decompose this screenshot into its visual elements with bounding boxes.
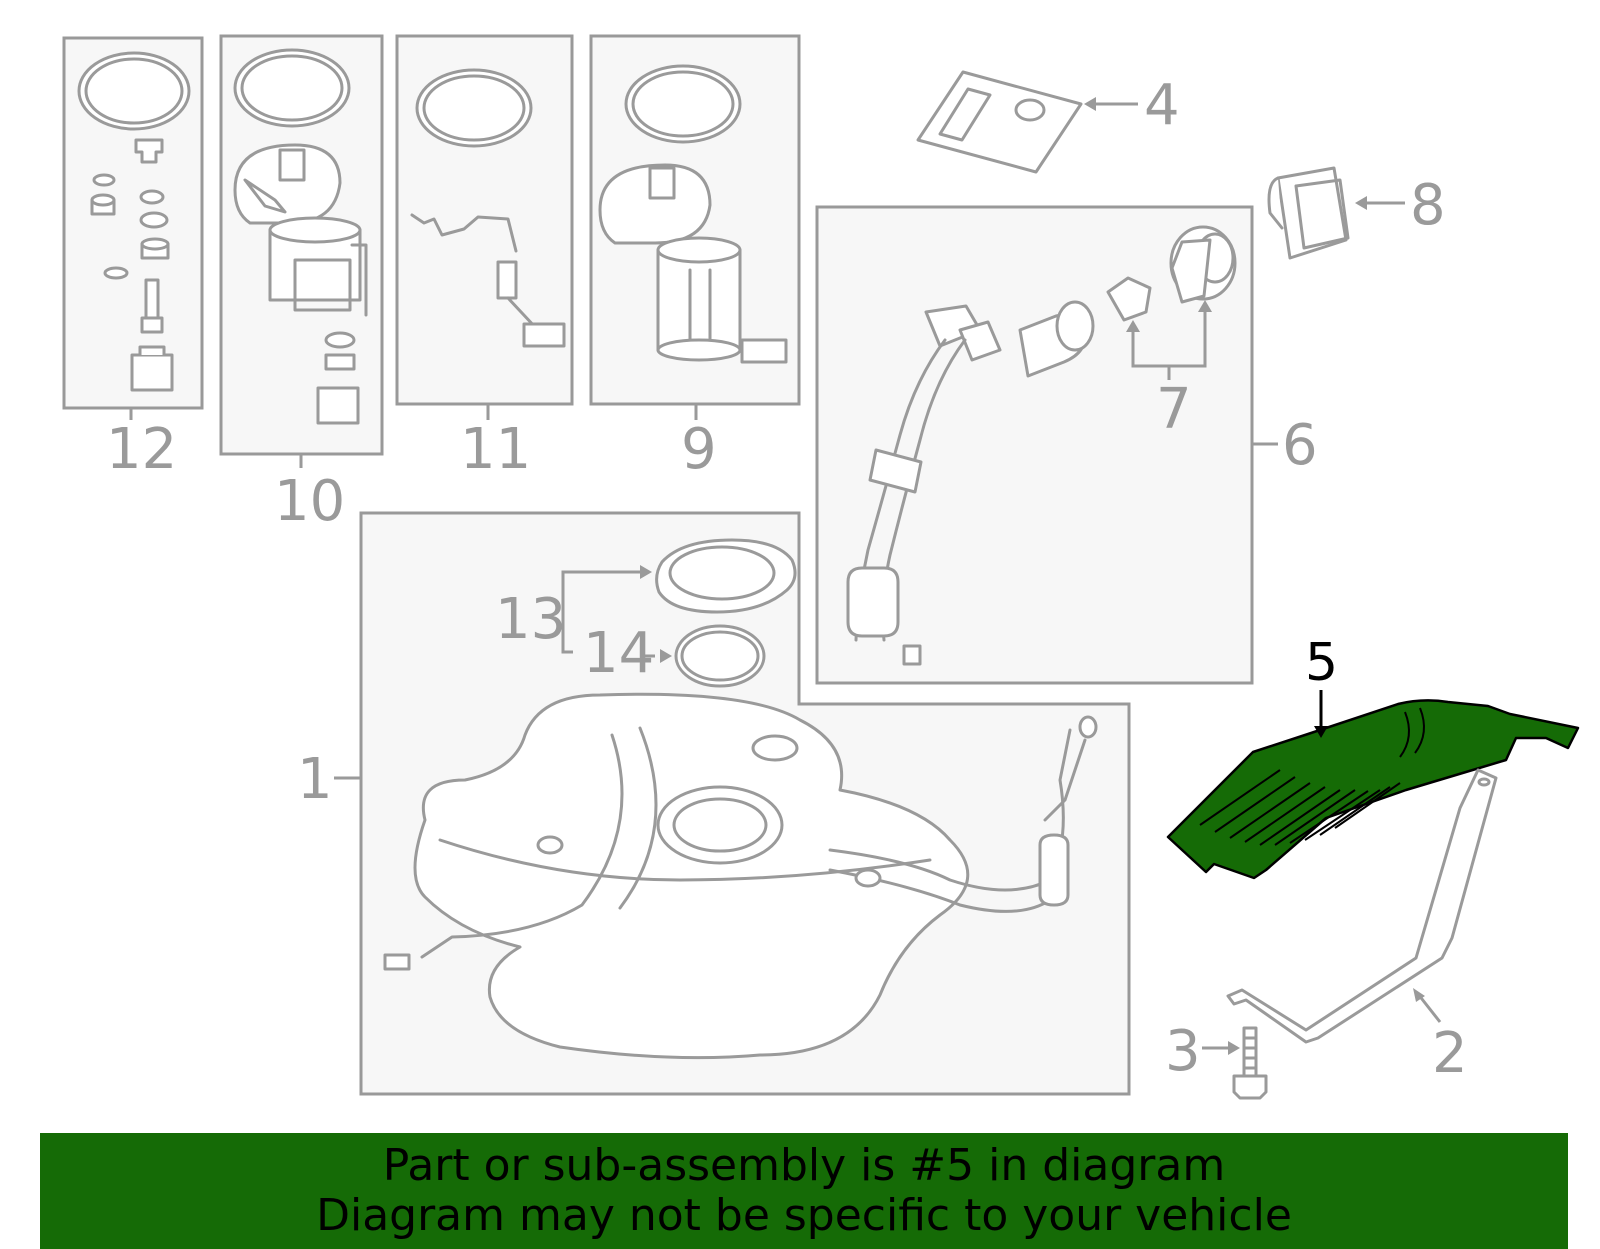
callout-14[interactable]: 14 (583, 621, 654, 686)
callout-9[interactable]: 9 (681, 417, 717, 482)
callout-7[interactable]: 7 (1156, 377, 1192, 442)
callout-6[interactable]: 6 (1282, 413, 1318, 478)
part-8-fuel-door[interactable] (1267, 166, 1350, 260)
callout-3[interactable]: 3 (1165, 1019, 1201, 1084)
callout-11[interactable]: 11 (460, 417, 531, 482)
banner-line-1: Part or sub-assembly is #5 in diagram (382, 1140, 1226, 1191)
callout-5[interactable]: 5 (1305, 633, 1338, 693)
callout-10[interactable]: 10 (274, 469, 345, 534)
callout-12[interactable]: 12 (106, 417, 177, 482)
part-12-group[interactable] (62, 36, 204, 410)
part-9-group[interactable] (589, 34, 801, 406)
part-10-group[interactable] (219, 34, 384, 456)
part-4-shield[interactable] (916, 70, 1083, 174)
part-6-group[interactable] (815, 205, 1254, 685)
info-banner: Part or sub-assembly is #5 in diagram Di… (40, 1133, 1568, 1249)
part-11-group[interactable] (395, 34, 574, 406)
callout-2[interactable]: 2 (1432, 1021, 1468, 1086)
part-14-seal[interactable] (674, 624, 766, 688)
callout-4[interactable]: 4 (1144, 73, 1180, 138)
callout-13[interactable]: 13 (495, 587, 566, 652)
part-3-bolt[interactable] (1232, 1026, 1268, 1100)
banner-line-2: Diagram may not be specific to your vehi… (316, 1190, 1292, 1241)
part-5-heat-shield[interactable] (1166, 699, 1580, 880)
part-2-strap[interactable] (1226, 768, 1498, 1044)
part-13-seal[interactable] (655, 538, 797, 614)
callout-8[interactable]: 8 (1410, 173, 1446, 238)
part-1-group[interactable] (359, 511, 1131, 1096)
callout-1[interactable]: 1 (297, 747, 333, 812)
